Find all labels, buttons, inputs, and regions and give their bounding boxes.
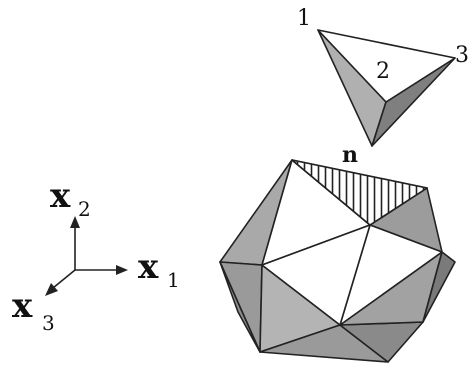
- axis-x3-arrow-icon: [45, 283, 58, 296]
- hatched-contact-face: [291, 159, 428, 226]
- axis-label-x1-index: 1: [167, 268, 180, 292]
- normal-label-n: n: [342, 142, 358, 168]
- polyhedron-mesh: [219, 159, 456, 363]
- tetra-top-face: [317, 29, 456, 103]
- axis-label-x3-index: 3: [42, 311, 55, 335]
- vertex-label-2: 2: [376, 59, 390, 84]
- axis-x2-arrow-icon: [70, 216, 80, 228]
- vertex-label-3: 3: [455, 43, 469, 68]
- axis-x1-arrow-icon: [116, 265, 128, 275]
- vertex-label-1: 1: [297, 6, 311, 31]
- mesh-face-left-outer: [219, 261, 261, 353]
- axis-label-x2-index: 2: [78, 197, 91, 221]
- coordinate-axes: [45, 216, 128, 296]
- mesh-face-center: [261, 224, 371, 326]
- axis-x3-line: [52, 269, 76, 289]
- axis-label-x3: x: [12, 286, 33, 326]
- tetrahedron: [317, 29, 456, 147]
- axis-label-x1: x: [138, 247, 159, 287]
- mesh-face-right-outer: [422, 251, 456, 323]
- axis-label-x2: x: [50, 176, 71, 216]
